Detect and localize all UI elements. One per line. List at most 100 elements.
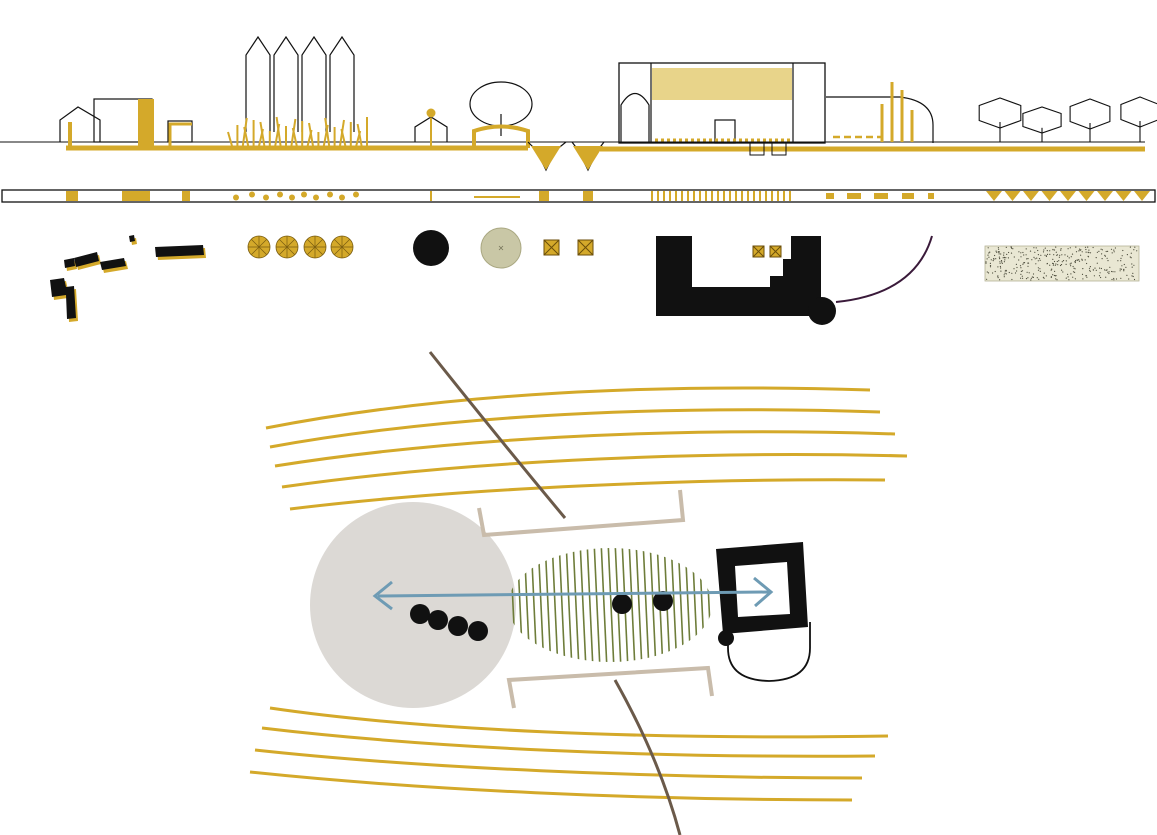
hatch-line <box>572 548 580 662</box>
strip-dot <box>249 191 255 198</box>
stipple-dot <box>1114 271 1116 273</box>
elevation-section <box>0 35 1157 172</box>
crossed-square-x <box>577 239 594 256</box>
stipple-dot <box>1055 275 1057 277</box>
stipple-dot <box>1020 270 1023 272</box>
stipple-dot <box>1133 249 1135 251</box>
stipple-dot <box>1079 248 1081 250</box>
stipple-dot <box>1081 259 1083 261</box>
stipple-dot <box>1046 253 1049 255</box>
dish-ochre-base <box>472 124 530 148</box>
stipple-dot <box>1133 278 1136 281</box>
stipple-dot <box>1069 263 1071 265</box>
stipple-dot <box>1070 265 1072 267</box>
stipple-dot <box>1074 268 1076 270</box>
stipple-dot <box>1065 277 1067 279</box>
crossed-square <box>577 239 594 256</box>
axis-arrow <box>372 576 774 611</box>
stipple-dot <box>1005 269 1007 271</box>
stipple-dot <box>1133 264 1135 266</box>
hatch-line <box>565 548 573 662</box>
hatch-line <box>579 548 587 662</box>
stipple-dot <box>1018 251 1020 253</box>
stipple-dot <box>1111 270 1113 273</box>
strip-dash <box>847 193 861 199</box>
stipple-dot <box>1087 246 1089 248</box>
stipple-dot <box>1126 254 1128 256</box>
stipple-dot <box>1052 274 1054 276</box>
stipple-dot <box>1065 260 1067 262</box>
stipple-dot <box>1085 248 1087 251</box>
channel-fill <box>531 146 561 170</box>
stipple-dot <box>1112 271 1114 273</box>
building-footprints <box>50 235 206 322</box>
stipple-dot <box>989 251 991 253</box>
stipple-dot <box>1020 252 1022 254</box>
stipple-dot <box>997 247 1000 249</box>
shed-ochre-edge <box>168 122 192 148</box>
stipple-dot <box>1074 271 1076 273</box>
stipple-dot <box>987 247 989 249</box>
hatch-line <box>628 548 636 662</box>
contour-lines-south <box>249 706 889 802</box>
black-dot <box>612 594 632 614</box>
stipple-dot <box>1070 262 1072 264</box>
hatch-line <box>537 548 545 662</box>
stipple-dot <box>1023 254 1025 256</box>
stipple-dot <box>1032 273 1035 275</box>
village-houses <box>59 98 193 149</box>
strip-dot <box>327 191 333 198</box>
hall-foot-box <box>771 142 787 156</box>
stipple-dot <box>1012 248 1014 250</box>
black-disc <box>413 230 449 266</box>
stipple-dot <box>1020 277 1022 279</box>
stipple-dot <box>1004 259 1006 261</box>
strip-dash <box>826 193 834 199</box>
stipple-dot <box>999 258 1001 260</box>
stipple-dot <box>994 254 996 257</box>
stipple-dot <box>1045 255 1048 257</box>
stipple-dot <box>1086 276 1088 278</box>
stipple-dot <box>1037 269 1040 271</box>
stipple-box <box>984 245 1140 282</box>
stipple-dot <box>1011 278 1013 281</box>
stipple-dot <box>1007 257 1010 259</box>
stipple-dot <box>1059 264 1062 267</box>
stipple-dot <box>1088 252 1090 254</box>
stipple-dot <box>1031 259 1033 261</box>
stipple-dot <box>986 258 988 260</box>
stipple-dot <box>1038 258 1041 260</box>
tree-circle-spoke <box>250 238 268 256</box>
gable-house <box>273 35 299 132</box>
footprint-bar <box>100 258 126 270</box>
axis-shaft <box>377 590 770 598</box>
hatch-line <box>691 548 699 662</box>
strip-triangle <box>1134 191 1150 201</box>
stipple-dot <box>1061 254 1063 256</box>
stipple-dot <box>1076 259 1078 261</box>
stipple-dot <box>1000 253 1002 255</box>
stipple-dot <box>1046 250 1048 252</box>
stipple-dot <box>1059 254 1061 256</box>
stipple-dot <box>1026 271 1028 273</box>
stipple-dot <box>997 277 999 279</box>
hatch-line <box>593 548 601 662</box>
black-dot <box>428 610 448 630</box>
stipple-dot <box>992 272 994 274</box>
stipple-dot <box>1067 273 1069 275</box>
stipple-dot <box>1060 248 1062 250</box>
stipple-dot <box>1043 272 1045 274</box>
footprint-small <box>64 258 75 268</box>
stipple-dot <box>1099 267 1101 269</box>
hatched-oval <box>508 548 712 662</box>
grass-blade <box>243 126 250 147</box>
stipple-dot <box>1052 249 1054 251</box>
contour-line <box>269 408 881 449</box>
stipple-dot <box>1035 247 1037 249</box>
strip-triangle <box>1097 191 1113 201</box>
hall-door <box>714 119 736 144</box>
stipple-dot <box>1119 268 1121 270</box>
stipple-dot <box>998 248 1000 250</box>
footpath-north <box>428 351 567 519</box>
